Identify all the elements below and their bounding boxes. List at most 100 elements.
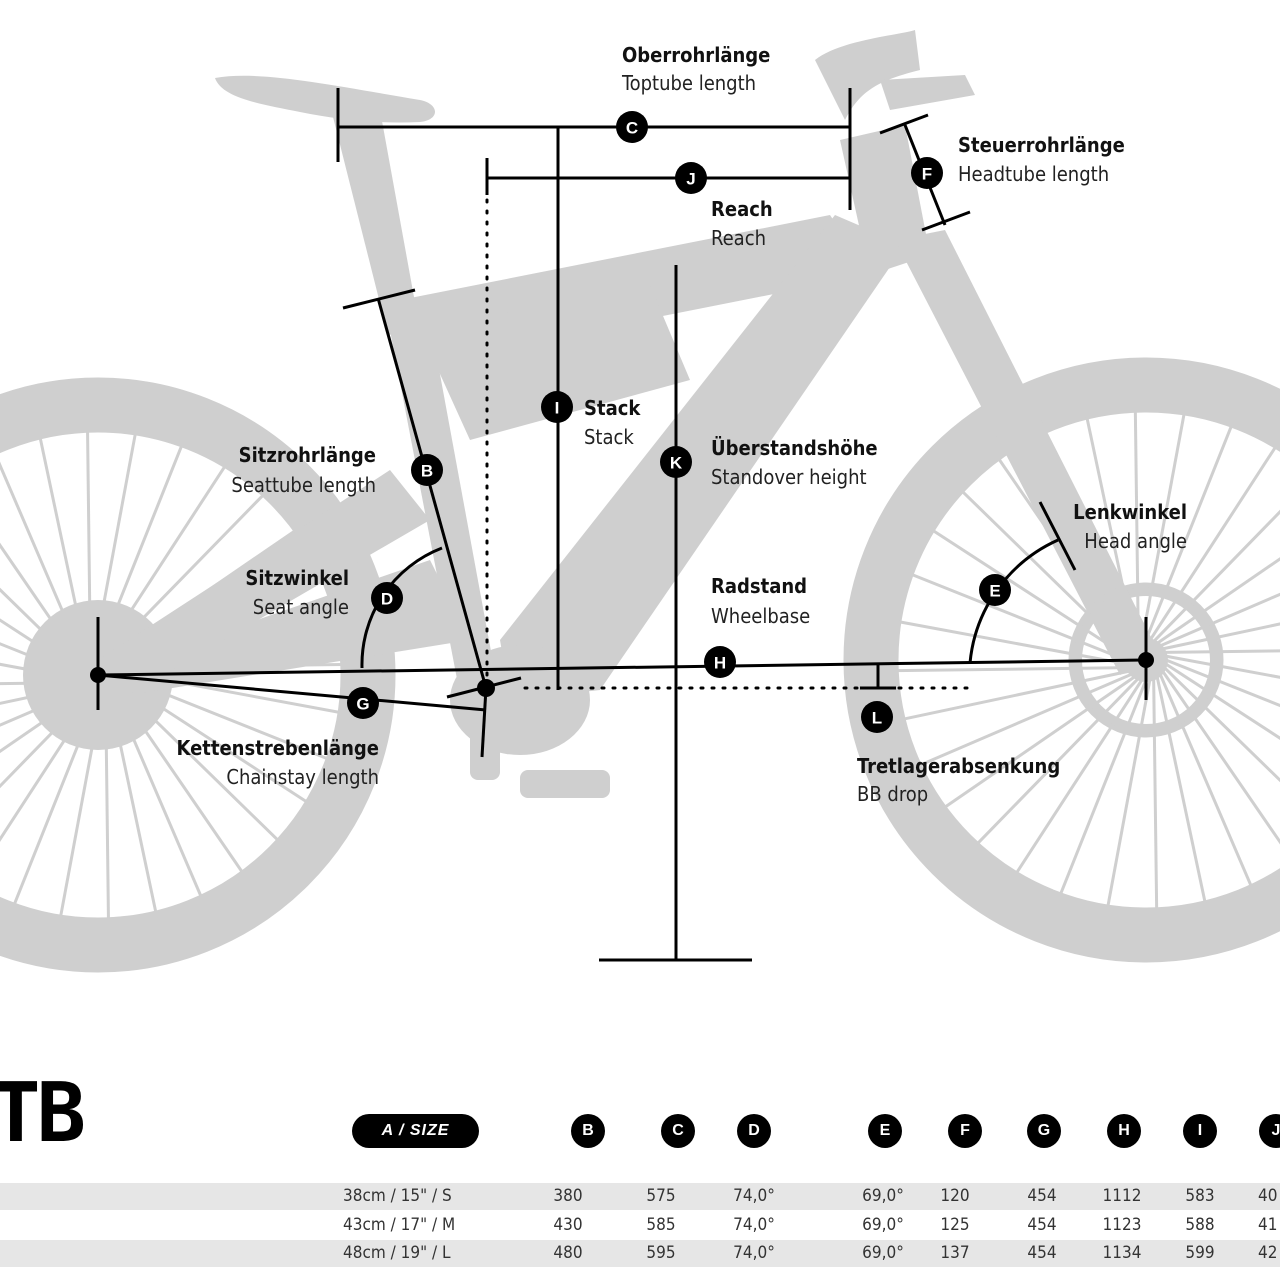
badge-g: G (347, 687, 379, 719)
value-cell-f: 125 (940, 1215, 970, 1235)
label-d: Sitzwinkel Seat angle (245, 566, 349, 619)
bike-geometry-diagram: C J F I K B D E H G L Oberrohrlänge Topt… (0, 30, 1280, 973)
label-g-en: Chainstay length (226, 765, 379, 789)
wheel-spoke (1155, 676, 1207, 904)
wheel-spoke (1161, 670, 1280, 845)
badge-c-text: C (626, 119, 638, 138)
front-wheel (843, 357, 1280, 963)
wheel-spoke (931, 528, 1128, 658)
wheel-spoke (1152, 678, 1159, 910)
size-column-header: A / SIZE (352, 1114, 479, 1148)
badge-e-text: E (989, 582, 1000, 601)
brand-logo-fragment: TB (0, 1080, 120, 1150)
value-cell-c: 575 (646, 1186, 676, 1206)
wheel-spoke (1159, 592, 1280, 648)
value-cell-h: 1134 (1102, 1243, 1142, 1263)
value-cell-g: 454 (1027, 1215, 1057, 1235)
table-row: 43cm / 17" / M 430 585 74,0° 69,0° 125 4… (0, 1212, 1280, 1239)
badge-f: F (911, 157, 943, 189)
wheel-spoke (1140, 412, 1186, 641)
brand-logo-text: TB (0, 1080, 86, 1150)
value-cell-e: 69,0° (862, 1243, 904, 1263)
label-e-en: Head angle (1084, 529, 1187, 553)
wheel-spoke (975, 677, 1140, 846)
wheel-spoke (1164, 662, 1280, 740)
col-header-f: F (948, 1114, 982, 1148)
label-b: Sitzrohrlänge Seattube length (231, 443, 376, 497)
wheel-spoke (1163, 666, 1280, 783)
label-c: Oberrohrlänge Toptube length (621, 43, 770, 95)
value-cell-i: 588 (1185, 1215, 1215, 1235)
label-c-en: Toptube length (621, 71, 756, 95)
wheel-spoke (1156, 557, 1280, 645)
col-header-d: D (737, 1114, 771, 1148)
value-cell-g: 454 (1027, 1243, 1057, 1263)
value-cell-b: 480 (553, 1243, 583, 1263)
table-row: 38cm / 15" / S 380 575 74,0° 69,0° 120 4… (0, 1183, 1280, 1210)
label-i: Stack Stack (584, 396, 641, 449)
badge-j-text: J (686, 170, 695, 189)
label-e-de: Lenkwinkel (1073, 500, 1187, 524)
badge-c: C (616, 111, 648, 143)
label-k: Überstandshöhe Standover height (711, 436, 878, 489)
wheel-spoke (943, 675, 1136, 809)
wheel-spoke (1165, 658, 1280, 708)
label-i-de: Stack (584, 396, 641, 420)
size-cell: 43cm / 17" / M (343, 1215, 456, 1235)
value-cell-d: 74,0° (733, 1186, 775, 1206)
value-cell-f: 137 (940, 1243, 970, 1263)
label-l: Tretlagerabsenkung BB drop (857, 754, 1060, 806)
value-cell-h: 1112 (1102, 1186, 1142, 1206)
wheel-spoke (896, 666, 1128, 673)
badge-f-text: F (922, 165, 932, 184)
value-cell-j: 41 (1258, 1215, 1278, 1235)
wheel-spoke (1152, 509, 1280, 643)
size-cell: 38cm / 15" / S (343, 1186, 452, 1206)
value-cell-d: 74,0° (733, 1215, 775, 1235)
badge-i: I (541, 391, 573, 423)
badge-e: E (979, 574, 1011, 606)
table-row: 48cm / 19" / L 480 595 74,0° 69,0° 137 4… (0, 1240, 1280, 1267)
value-cell-f: 120 (940, 1186, 970, 1206)
value-cell-j: 42 (1258, 1243, 1278, 1263)
wheel-spoke (1144, 424, 1234, 641)
value-cell-e: 69,0° (862, 1186, 904, 1206)
wheel-spoke (1133, 410, 1140, 642)
wheel-spoke (1164, 649, 1280, 654)
size-cell: 48cm / 19" / L (343, 1243, 451, 1263)
badge-h-text: H (714, 654, 726, 673)
label-j-de: Reach (711, 197, 773, 221)
label-j: Reach Reach (711, 197, 773, 250)
col-header-c: C (661, 1114, 695, 1148)
label-g-de: Kettenstrebenlänge (176, 736, 379, 760)
label-l-en: BB drop (857, 782, 928, 806)
col-header-e: E (868, 1114, 902, 1148)
label-k-de: Überstandshöhe (711, 436, 878, 460)
value-cell-b: 430 (553, 1215, 583, 1235)
value-cell-c: 595 (646, 1243, 676, 1263)
label-e: Lenkwinkel Head angle (1073, 500, 1187, 553)
label-b-en: Seattube length (231, 473, 376, 497)
value-cell-c: 585 (646, 1215, 676, 1235)
wheel-spoke (1162, 622, 1280, 651)
wheel-spoke (1165, 654, 1280, 679)
label-b-de: Sitzrohrlänge (239, 443, 376, 467)
label-h-en: Wheelbase (711, 604, 810, 628)
value-cell-i: 583 (1185, 1186, 1215, 1206)
wheel-spoke (1058, 679, 1148, 896)
wheel-spoke (910, 572, 1127, 662)
wheel-spoke (1148, 445, 1278, 642)
label-k-en: Standover height (711, 465, 867, 489)
label-h-de: Radstand (711, 574, 807, 598)
label-c-de: Oberrohrlänge (622, 43, 770, 67)
wheel-spoke (1106, 679, 1152, 908)
badge-b-text: B (421, 462, 433, 481)
value-cell-e: 69,0° (862, 1215, 904, 1235)
measurement-lines (90, 88, 1154, 962)
badge-j: J (675, 162, 707, 194)
label-d-en: Seat angle (253, 595, 349, 619)
badge-d: D (371, 582, 403, 614)
label-f-en: Headtube length (958, 162, 1109, 186)
value-cell-j: 40 (1258, 1186, 1278, 1206)
wheel-spoke (1014, 678, 1144, 875)
